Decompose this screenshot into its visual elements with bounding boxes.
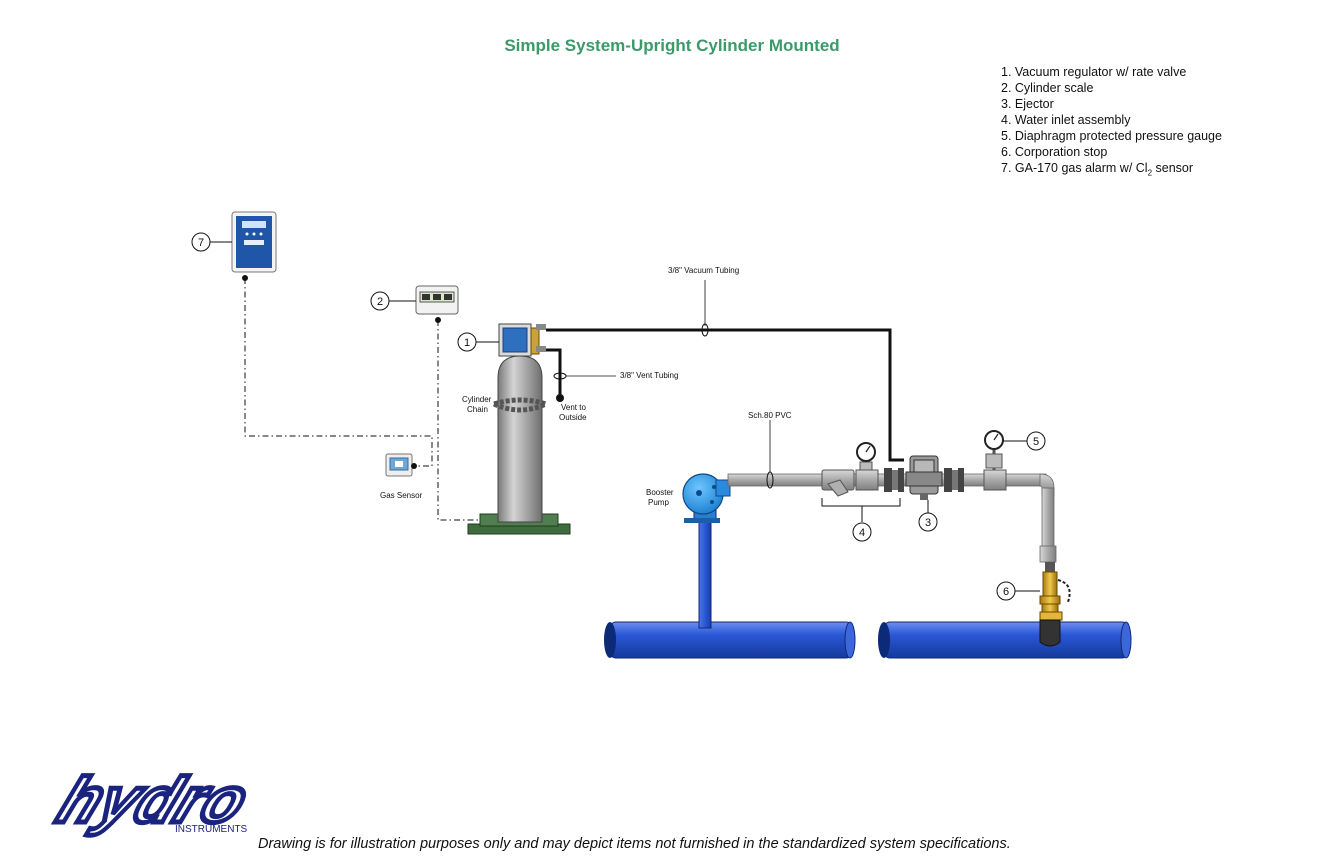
corporation-stop xyxy=(1039,562,1071,647)
vacuum-regulator xyxy=(498,323,546,357)
vacuum-tubing xyxy=(546,328,904,462)
inlet-assembly-bracket xyxy=(821,498,901,522)
legend-item-4: 4. Water inlet assembly xyxy=(1001,113,1131,127)
logo-subtitle: INSTRUMENTS xyxy=(175,824,248,835)
vacuum-tubing-label: 3/8" Vacuum Tubing xyxy=(668,266,739,275)
callout-5: 5 xyxy=(1003,431,1046,451)
legend-item-1: 1. Vacuum regulator w/ rate valve xyxy=(1001,65,1187,79)
pressure-gauge xyxy=(983,430,1007,491)
legend-item-2: 2. Cylinder scale xyxy=(1001,81,1094,95)
vent-outlet xyxy=(556,394,564,402)
callout-3: 3 xyxy=(918,500,938,532)
hydro-logo: hydro INSTRUMENTS xyxy=(45,763,261,839)
legend-item-3: 3. Ejector xyxy=(1001,97,1054,111)
union-fitting-2 xyxy=(944,468,964,492)
vent-tubing xyxy=(546,348,562,396)
vent-outside-label-2: Outside xyxy=(559,413,587,422)
sch80-label: Sch.80 PVC xyxy=(748,411,792,420)
svg-text:7: 7 xyxy=(198,237,204,249)
diagram-title: Simple System-Upright Cylinder Mounted xyxy=(504,36,840,55)
gas-alarm xyxy=(231,211,277,273)
legend-item-7: 7. GA-170 gas alarm w/ Cl2 sensor xyxy=(1001,161,1194,178)
callout-7: 7 xyxy=(191,232,232,252)
svg-text:1: 1 xyxy=(464,337,470,349)
disclaimer: Drawing is for illustration purposes onl… xyxy=(258,836,1011,852)
vent-tubing-label: 3/8" Vent Tubing xyxy=(620,371,678,380)
vent-outside-label-1: Vent to xyxy=(561,403,586,412)
gas-sensor xyxy=(385,453,413,477)
signal-wiring xyxy=(244,278,480,521)
svg-text:5: 5 xyxy=(1033,436,1039,448)
booster-label-2: Pump xyxy=(648,498,669,507)
cylinder-scale xyxy=(415,285,459,315)
callout-1: 1 xyxy=(457,332,499,352)
chlorine-cylinder xyxy=(467,355,571,535)
y-strainer xyxy=(821,469,855,497)
logo-wordmark: hydro xyxy=(48,765,259,836)
booster-label-1: Booster xyxy=(646,488,674,497)
svg-text:4: 4 xyxy=(859,527,865,539)
callout-6: 6 xyxy=(996,581,1040,601)
main-pipe-left xyxy=(604,621,856,659)
svg-text:2: 2 xyxy=(377,296,383,308)
cylinder-chain-label-1: Cylinder xyxy=(462,395,492,404)
svg-text:6: 6 xyxy=(1003,586,1009,598)
ejector xyxy=(905,455,943,500)
legend-item-6: 6. Corporation stop xyxy=(1001,145,1108,159)
svg-text:3: 3 xyxy=(925,517,931,529)
gas-sensor-label: Gas Sensor xyxy=(380,491,423,500)
callout-4: 4 xyxy=(852,522,872,542)
legend: 1. Vacuum regulator w/ rate valve 2. Cyl… xyxy=(1001,64,1222,182)
union-fitting-1 xyxy=(884,468,904,492)
legend-item-5: 5. Diaphragm protected pressure gauge xyxy=(1001,129,1222,143)
callout-2: 2 xyxy=(370,291,416,311)
main-pipe-right xyxy=(878,621,1132,659)
booster-pump xyxy=(682,473,731,629)
cylinder-chain-label-2: Chain xyxy=(467,405,488,414)
inlet-gauge xyxy=(855,442,879,491)
